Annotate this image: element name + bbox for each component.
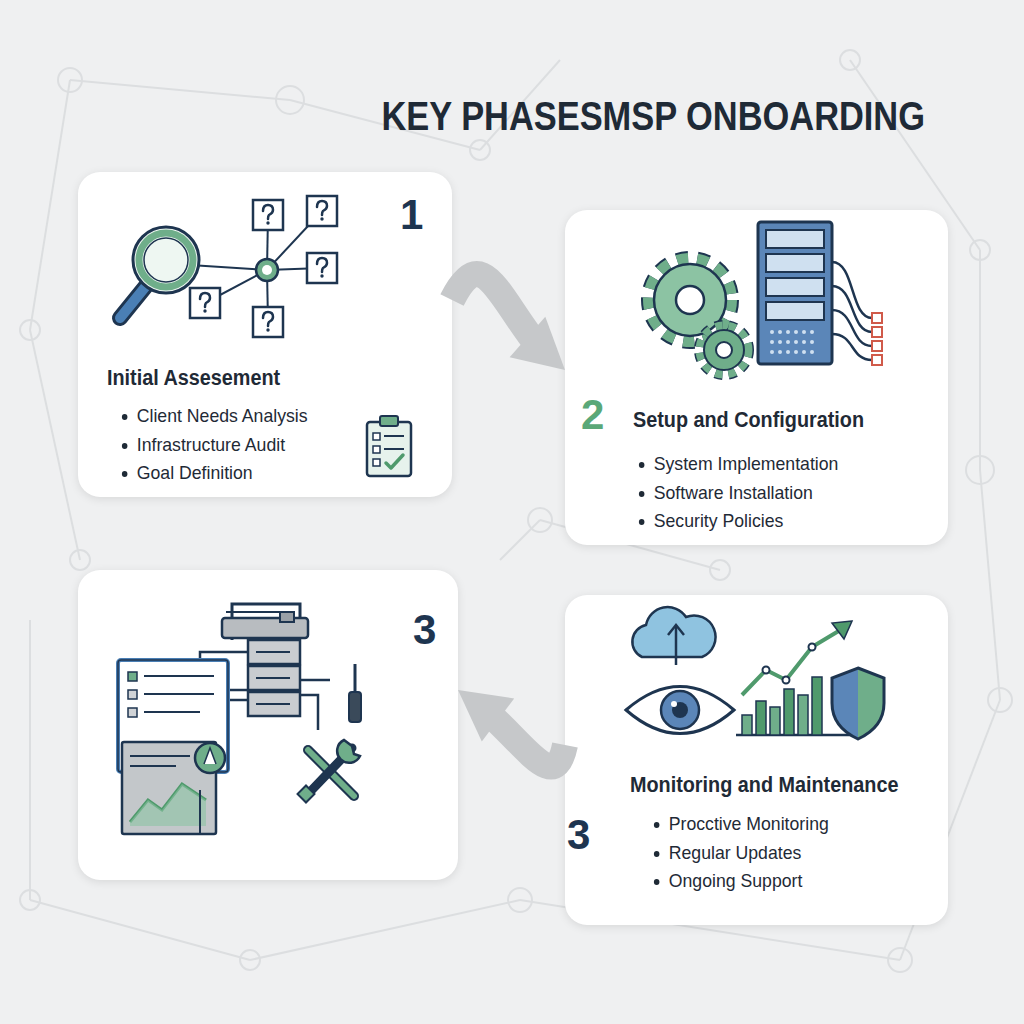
arrow-head [510, 317, 565, 370]
network-pattern [30, 330, 80, 560]
network-pattern [710, 560, 730, 580]
arrow-head [458, 690, 514, 742]
bullet-item: Goal Definition [120, 461, 253, 485]
bullet-item: Procctive Monitoring [652, 812, 829, 836]
bullet-item: Software Installation [637, 481, 813, 505]
bullet-item: Client Needs Analysis [120, 404, 308, 428]
phase-card: 1Initial AssesementClient Needs Analysis… [78, 172, 452, 497]
bullet-item: Ongoing Support [652, 869, 802, 893]
network-pattern [528, 508, 552, 532]
network-pattern [840, 50, 860, 70]
bullet-item: Regular Updates [652, 841, 801, 865]
network-pattern [29, 620, 31, 900]
phase-card: 3 [78, 570, 458, 880]
network-pattern [20, 50, 1012, 972]
flow-arrow [458, 690, 565, 766]
network-pattern [250, 900, 520, 960]
bullet-item: System Implementation [637, 452, 838, 476]
network-pattern [240, 950, 260, 970]
phase-card: 3 Monitoring and MaintenanceProcctive Mon… [565, 595, 948, 925]
phase-heading: Initial Assesement [107, 365, 280, 391]
arrow-shaft [487, 712, 565, 767]
network-pattern [508, 888, 532, 912]
network-pattern [979, 250, 981, 470]
step-number: 1 [400, 191, 423, 239]
network-pattern [470, 140, 490, 160]
diagram-title: KEY PHASESMSP ONBOARDING [381, 92, 925, 140]
step-number: 3 [413, 606, 436, 654]
bullet-item: Security Policies [637, 509, 783, 533]
flow-arrow [452, 274, 565, 370]
network-pattern [70, 80, 290, 100]
network-pattern [70, 550, 90, 570]
network-pattern [970, 240, 990, 260]
network-pattern [888, 948, 912, 972]
network-pattern [966, 456, 994, 484]
phase-heading: Setup and Configuration [633, 407, 864, 433]
network-pattern [500, 520, 540, 560]
network-pattern [276, 86, 304, 114]
network-pattern [58, 68, 82, 92]
network-pattern [30, 900, 250, 960]
network-pattern [20, 320, 40, 340]
phase-heading: Monitoring and Maintenance [630, 772, 898, 798]
arrow-shaft [452, 274, 538, 346]
bullet-item: Infrastructure Audit [120, 433, 285, 457]
network-pattern [988, 688, 1012, 712]
phase-card: 2 Setup and ConfigurationSystem Implement… [565, 210, 948, 545]
step-number: 2 [581, 391, 604, 439]
network-pattern [980, 470, 1000, 700]
step-number: 3 [567, 811, 590, 859]
network-pattern [30, 80, 70, 330]
network-pattern [20, 890, 40, 910]
